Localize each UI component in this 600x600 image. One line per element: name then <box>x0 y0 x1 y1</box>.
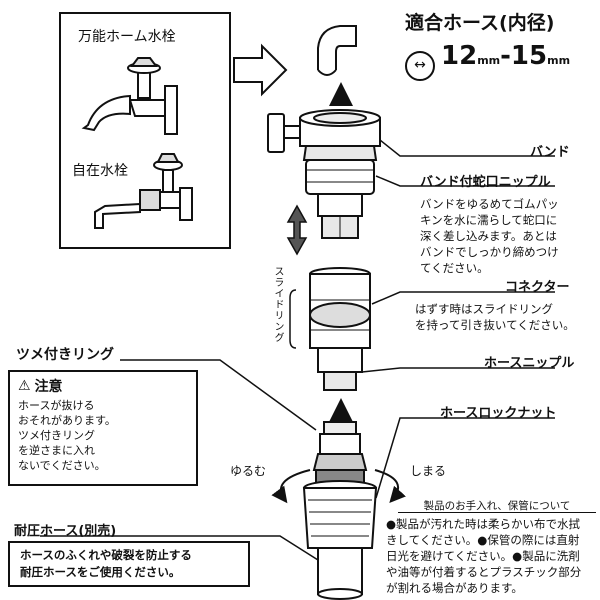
pressure-hose-part <box>317 547 363 600</box>
connect-double-arrow <box>286 204 308 256</box>
diameter-icon: ↔ <box>405 51 435 81</box>
band-part <box>267 109 381 153</box>
hose-lock-nut-part <box>302 480 378 549</box>
care-title: 製品のお手入れ、保管について <box>398 500 596 513</box>
free-faucet-label: 自在水栓 <box>72 163 128 179</box>
caution-box: ⚠ 注意 ホースが抜ける おそれがあります。 ツメ付きリング を逆さまに入れ な… <box>8 370 198 486</box>
hose-nipple-pointer-line <box>361 367 555 373</box>
hose-size-max-unit: mm <box>547 54 571 67</box>
universal-faucet-label: 万能ホーム水栓 <box>78 29 176 45</box>
slide-ring-label: スライドリング <box>272 266 283 343</box>
band-nipple-label: バンド付蛇口ニップル <box>420 175 551 190</box>
faucet-to-assembly-arrow <box>233 43 288 97</box>
warning-icon: ⚠ <box>18 378 31 394</box>
tighten-label: しまる <box>410 464 447 478</box>
claw-ring-label: ツメ付きリング <box>16 347 114 363</box>
hose-lock-nut-pointer-line <box>375 417 555 499</box>
caution-title: 注意 <box>34 379 63 395</box>
connector-pointer-line <box>371 291 555 305</box>
connector-label: コネクター <box>505 280 570 295</box>
connector-part <box>309 267 371 391</box>
loosen-rotate-arrow <box>271 469 311 504</box>
caution-header: ⚠ 注意 <box>10 372 196 396</box>
tighten-rotate-arrow <box>374 469 406 503</box>
free-faucet-icon <box>94 153 193 229</box>
hose-lock-nut-label: ホースロックナット <box>440 406 557 421</box>
caution-text: ホースが抜ける おそれがあります。 ツメ付きリング を逆さまに入れ ないでくださ… <box>18 399 116 472</box>
claw-ring-pointer-line <box>120 359 317 431</box>
pressure-hose-label: 耐圧ホース(別売) <box>14 524 117 539</box>
band-label: バンド <box>530 145 570 160</box>
slide-ring-bracket <box>289 289 297 349</box>
hose-spec-title: 適合ホース(内径) <box>405 12 555 34</box>
pressure-hose-pointer-line <box>40 535 319 561</box>
faucet-spout-icon <box>317 25 357 76</box>
hose-size-sep: - <box>500 41 511 71</box>
hose-spec: 適合ホース(内径) ↔ 12 mm - 15 mm <box>405 8 571 81</box>
care-text: ●製品が汚れた時は柔らかい布で水拭 きしてください。●保管の際には直射 日光を避… <box>386 517 582 595</box>
hose-size-max: 15 <box>510 41 548 71</box>
band-pointer-line <box>379 139 555 157</box>
band-nipple-part <box>302 145 378 239</box>
connector-description: はずす時はスライドリング を持って引き抜いてください。 <box>415 302 575 332</box>
loosen-label: ゆるむ <box>230 464 267 478</box>
hose-nipple-part <box>319 421 361 455</box>
pressure-hose-notice: ホースのふくれや破裂を防止する 耐圧ホースをご使用ください。 <box>8 541 250 587</box>
hose-spec-size: ↔ 12 mm - 15 mm <box>405 41 571 81</box>
claw-ring-part <box>312 453 368 487</box>
band-nipple-pointer-line <box>375 175 555 187</box>
faucet-panel <box>59 12 231 249</box>
hose-size-min-unit: mm <box>477 54 501 67</box>
hose-nipple-label: ホースニップル <box>484 356 575 371</box>
hose-size-min: 12 <box>441 41 478 71</box>
band-nipple-description: バンドをゆるめてゴムパッ キンを水に濡らして蛇口に 深く差し込みます。あとは バ… <box>420 197 559 275</box>
universal-faucet-icon <box>81 57 178 135</box>
